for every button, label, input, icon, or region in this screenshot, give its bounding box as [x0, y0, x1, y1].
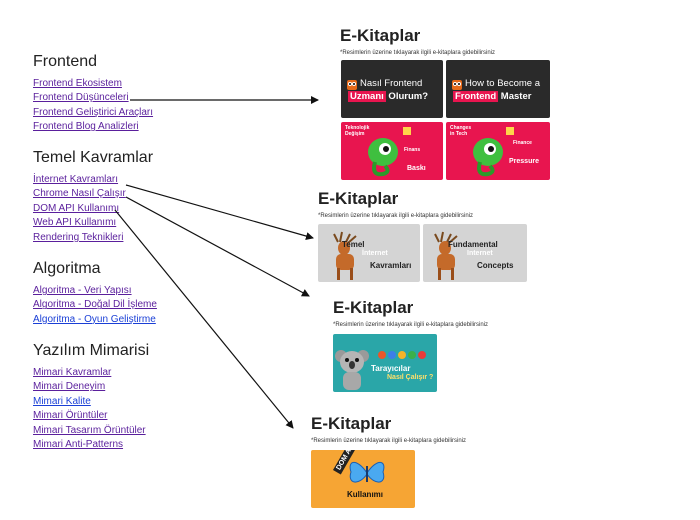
ebook-ghost-text: Internet [467, 250, 493, 257]
link-algoritma-dogal-dil[interactable]: Algoritma - Doğal Dil İşleme [33, 299, 157, 311]
link-mimari-tasarim-oruntuler[interactable]: Mimari Tasarım Örüntüler [33, 424, 146, 436]
chameleon-icon [473, 138, 503, 177]
ai-chip-icon [506, 127, 514, 135]
ebook-label: Baskı [407, 165, 426, 172]
browser-logos-icon [378, 351, 426, 359]
ebook-cover-fundamental-internet-concepts[interactable]: Fundamental Internet Concepts [423, 224, 527, 282]
ebook-line1: Temel [342, 240, 365, 249]
koala-icon [335, 350, 369, 390]
ebook-line1: Nasıl Frontend [360, 78, 423, 89]
temel-links: İnternet Kavramları Chrome Nasıl Çalışır… [33, 173, 126, 245]
ebook-line1: Fundamental [448, 240, 498, 249]
section-title-algoritma: Algoritma [33, 260, 101, 277]
ebooks-note-tarayici: *Resimlerin üzerine tıklayarak ilgili e-… [333, 322, 489, 328]
ebook-line1: How to Become a [465, 78, 540, 89]
ebooks-title-temel: E-Kitaplar [318, 189, 399, 208]
link-algoritma-oyun-gelistirme[interactable]: Algoritma - Oyun Geliştirme [33, 313, 156, 325]
ebook-label: Pressure [509, 158, 539, 165]
link-chrome-nasil-calisir[interactable]: Chrome Nasıl Çalışır [33, 188, 126, 200]
arrow-internet-to-ebook [125, 184, 314, 240]
ebooks-title-tarayici: E-Kitaplar [333, 298, 414, 317]
ebook-cover-how-to-become-frontend-master[interactable]: How to Become a Frontend Master [446, 60, 550, 118]
section-title-frontend: Frontend [33, 53, 98, 70]
ebook-line2: Kavramları [370, 261, 412, 270]
ebook-line2: Concepts [477, 261, 514, 270]
ebook-label: Kullanımı [347, 490, 384, 499]
chameleon-icon [368, 138, 398, 177]
link-frontend-ekosistem[interactable]: Frontend Ekosistem [33, 78, 122, 89]
link-frontend-dusunceleri[interactable]: Frontend Düşünceleri [33, 92, 129, 104]
owl-icon [452, 80, 462, 90]
link-dom-api-kullanimi[interactable]: DOM API Kullanımı [33, 202, 120, 214]
deer-icon [434, 231, 458, 280]
section-title-yazilim-mimarisi: Yazılım Mimarisi [33, 342, 150, 359]
ebook-cover-nasil-frontend-uzmani[interactable]: Nasıl Frontend Uzmanı Olurum? [341, 60, 443, 118]
ebooks-title-dom: E-Kitaplar [311, 414, 392, 433]
deer-icon [333, 231, 357, 280]
link-rendering-teknikleri[interactable]: Rendering Teknikleri [33, 231, 124, 243]
tag-finans: Finans [404, 147, 421, 153]
link-frontend-blog-analizleri[interactable]: Frontend Blog Analizleri [33, 121, 139, 133]
butterfly-icon [349, 461, 385, 483]
link-mimari-kalite[interactable]: Mimari Kalite [33, 395, 91, 407]
link-mimari-kavramlar[interactable]: Mimari Kavramlar [33, 367, 112, 378]
ebook-line2: Nasıl Çalışır ? [387, 374, 434, 381]
link-mimari-oruntuler[interactable]: Mimari Örüntüler [33, 410, 108, 422]
algoritma-links: Algoritma - Veri Yapısı Algoritma - Doğa… [33, 284, 157, 327]
link-algoritma-veri-yapisi[interactable]: Algoritma - Veri Yapısı [33, 285, 132, 296]
ebook-ghost-text: İnternet [362, 250, 388, 257]
ebook-line1: Tarayıcılar [371, 364, 411, 373]
ebooks-title-frontend: E-Kitaplar [340, 26, 421, 45]
link-mimari-deneyim[interactable]: Mimari Deneyim [33, 381, 106, 393]
section-title-temel-kavramlar: Temel Kavramlar [33, 149, 154, 166]
link-mimari-anti-patterns[interactable]: Mimari Anti-Patterns [33, 439, 124, 451]
link-frontend-gelistirici-araclari[interactable]: Frontend Geliştirici Araçları [33, 106, 154, 118]
ai-chip-icon [403, 127, 411, 135]
ebook-line2: Frontend Master [453, 91, 532, 102]
link-internet-kavramlari[interactable]: İnternet Kavramları [33, 174, 119, 185]
mimari-links: Mimari Kavramlar Mimari Deneyim Mimari K… [33, 366, 146, 452]
ebook-line2: Uzmanı Olurum? [348, 91, 429, 102]
ebook-cover-dom-api-kullanimi[interactable]: DOM API Kullanımı [311, 450, 415, 508]
ebooks-note-temel: *Resimlerin üzerine tıklayarak ilgili e-… [318, 213, 474, 219]
ebooks-note-frontend: *Resimlerin üzerine tıklayarak ilgili e-… [340, 50, 496, 56]
ebooks-note-dom: *Resimlerin üzerine tıklayarak ilgili e-… [311, 438, 467, 444]
frontend-links: Frontend Ekosistem Frontend Düşünceleri … [33, 77, 153, 135]
ebook-cover-tarayicilar-nasil-calisir[interactable]: Tarayıcılar Nasıl Çalışır ? [333, 334, 437, 392]
link-web-api-kullanimi[interactable]: Web API Kullanımı [33, 217, 117, 229]
owl-icon [347, 80, 357, 90]
arrow-chrome-to-ebook [125, 196, 310, 297]
tag-finance: Finance [513, 140, 532, 146]
ebook-cover-temel-internet-kavramlari[interactable]: Temel İnternet Kavramları [318, 224, 420, 282]
